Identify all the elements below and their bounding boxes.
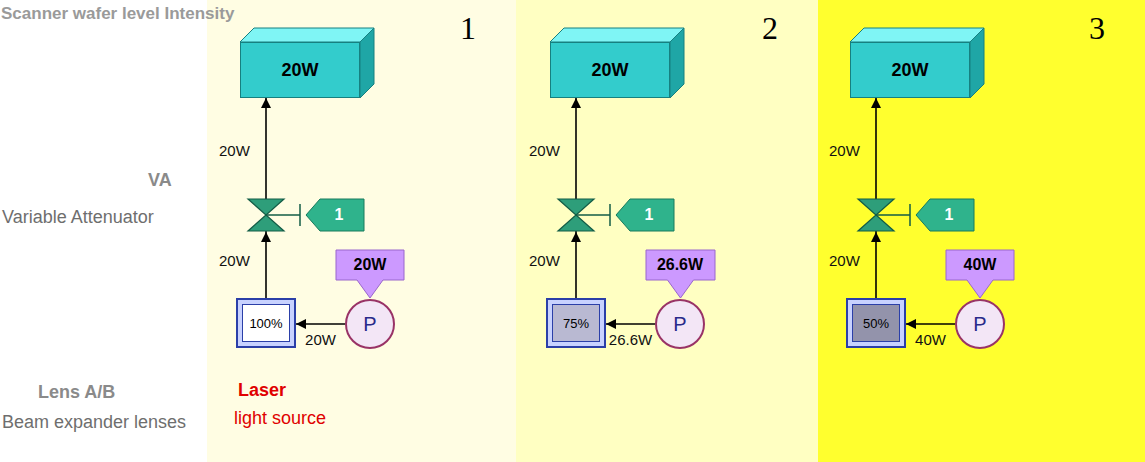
power-value: 26.6W [609, 331, 652, 348]
node-label: 100% [249, 316, 282, 331]
wafer-level-box: 20W [550, 42, 670, 98]
callout-pentagon [306, 199, 364, 231]
box-top-face [850, 28, 984, 42]
variable-attenuator-symbol [248, 199, 300, 242]
part-name: light source [234, 408, 326, 429]
down-arrow-callout [646, 250, 715, 298]
callout-leader [876, 214, 910, 216]
node-label: 1 [937, 206, 954, 224]
valve-arrowhead [261, 232, 271, 242]
node-label: 20W [891, 60, 928, 81]
part-name: Variable Attenuator [2, 207, 154, 228]
callout-number: 1 [616, 199, 674, 231]
node-label: 20W [336, 250, 404, 280]
diagram-title: Scanner wafer level Intensity [1, 4, 234, 24]
node-label: P [673, 313, 686, 336]
scenario-band: 3 20W 1 50% P 40W [818, 0, 1145, 462]
laser-source: P [655, 299, 705, 349]
panel-number: 3 [1089, 10, 1105, 47]
callout-leader [266, 214, 300, 216]
beam-arrow [265, 98, 267, 298]
variable-attenuator-symbol [858, 199, 910, 242]
node-label: P [973, 313, 986, 336]
power-value: 20W [829, 142, 860, 159]
beam-expander-lens: 50% [846, 298, 906, 348]
beam-expander-lens: 100% [236, 298, 296, 348]
beam-expander-lens: 75% [546, 298, 606, 348]
box-side-face [670, 28, 684, 98]
node-label: 40W [946, 250, 1014, 280]
part-name: Beam expander lenses [2, 412, 186, 433]
box-side-face [970, 28, 984, 98]
beam-arrow [575, 98, 577, 298]
callout-leader-tick [909, 204, 911, 226]
laser-source: P [345, 299, 395, 349]
callout-leader-tick [299, 204, 301, 226]
attenuator-layer [248, 199, 910, 242]
power-value: 20W [219, 142, 250, 159]
power-value: 40W [915, 331, 946, 348]
valve-body [248, 199, 284, 231]
part-abbreviation: VA [148, 170, 172, 191]
node-label: 75% [563, 316, 589, 331]
laser-power-callout: 40W [946, 250, 1014, 298]
down-arrow-callout [946, 250, 1014, 298]
wafer-level-box: 20W [240, 42, 360, 98]
callout-pentagon [916, 199, 974, 231]
node-label: 20W [281, 60, 318, 81]
beam-arrow [875, 98, 877, 298]
power-value: 20W [219, 252, 250, 269]
panel-number: 1 [460, 10, 476, 47]
node-label: 1 [637, 206, 654, 224]
valve-arrowhead [871, 232, 881, 242]
node-label: 50% [863, 316, 889, 331]
node-label: 20W [591, 60, 628, 81]
beam-arrow [296, 323, 345, 325]
node-label: 1 [327, 206, 344, 224]
box-top-face [550, 28, 684, 42]
beam-arrow [606, 323, 655, 325]
power-value: 20W [529, 252, 560, 269]
callout-leader [576, 214, 610, 216]
scenario-band: 2 20W 1 75% P 26.6W [516, 0, 818, 462]
callout-number: 1 [306, 199, 364, 231]
part-abbreviation: Lens A/B [38, 382, 115, 403]
wafer-level-box: 20W [850, 42, 970, 98]
valve-body [858, 199, 894, 231]
power-value: 20W [305, 331, 336, 348]
power-value: 20W [529, 142, 560, 159]
callout-leader-tick [609, 204, 611, 226]
laser-power-callout: 26.6W [646, 250, 715, 298]
panel-number: 2 [762, 10, 778, 47]
node-label: 26.6W [646, 250, 715, 280]
part-abbreviation: Laser [238, 380, 286, 401]
callout-pentagon [616, 199, 674, 231]
box-top-face [240, 28, 374, 42]
laser-source: P [955, 299, 1005, 349]
valve-body [558, 199, 594, 231]
beam-arrow [906, 323, 955, 325]
box-side-face [360, 28, 374, 98]
down-arrow-callout [336, 250, 404, 298]
valve-arrowhead [571, 232, 581, 242]
callout-number: 1 [916, 199, 974, 231]
laser-power-callout: 20W [336, 250, 404, 298]
power-value: 20W [829, 252, 860, 269]
variable-attenuator-symbol [558, 199, 610, 242]
node-label: P [363, 313, 376, 336]
